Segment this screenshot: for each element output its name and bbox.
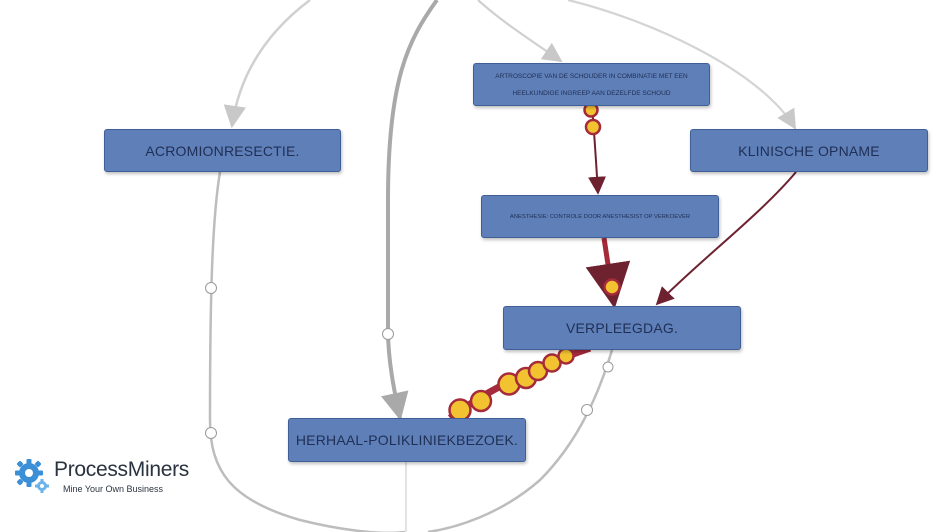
case-token [584,118,602,136]
edge-top-to-artroscopie [477,0,563,63]
gear-icon [15,459,49,493]
processminers-logo: ProcessMiners Mine Your Own Business [14,458,214,498]
edge-klinische-opname-to-verpleegdag [655,171,797,306]
edge-waypoint [205,427,217,439]
edge-waypoint [602,361,614,373]
edge-waypoint [382,328,394,340]
edge-top-to-acromionresectie [223,0,311,129]
edge-top-to-klinische-opname [567,0,797,130]
node-artroscopie[interactable]: ARTROSCOPIE VAN DE SCHOUDER IN COMBINATI… [473,63,710,106]
case-token [469,389,493,413]
case-token [542,353,562,373]
node-label: ANESTHESIE: CONTROLE DOOR ANESTHESIST OP… [509,213,691,220]
node-verpleegdag[interactable]: VERPLEEGDAG. [503,306,741,350]
node-herhaal-polikliniekbezoek[interactable]: HERHAAL-POLIKLINIEKBEZOEK. [288,418,526,462]
case-token [557,347,575,365]
node-label: HERHAAL-POLIKLINIEKBEZOEK. [295,432,519,448]
node-klinische-opname[interactable]: KLINISCHE OPNAME [690,129,928,172]
node-label: VERPLEEGDAG. [565,320,679,336]
edge-acromionresectie-to-bottom [208,171,405,532]
node-label: KLINISCHE OPNAME [738,142,880,159]
edge-verpleegdag-to-bottom [427,349,614,532]
node-label: ACROMIONRESECTIE. [145,142,300,159]
logo-tagline: Mine Your Own Business [63,484,164,494]
edge-top-to-herhaal [381,0,439,421]
case-tokens [448,102,621,422]
node-label: ARTROSCOPIE VAN DE SCHOUDER IN COMBINATI… [495,72,688,97]
node-anesthesie[interactable]: ANESTHESIE: CONTROLE DOOR ANESTHESIST OP… [481,195,719,238]
edge-waypoint [205,282,217,294]
case-token [603,278,621,296]
logo-name: ProcessMiners [54,458,189,481]
node-acromionresectie[interactable]: ACROMIONRESECTIE. [104,129,341,172]
edge-waypoint [581,404,593,416]
